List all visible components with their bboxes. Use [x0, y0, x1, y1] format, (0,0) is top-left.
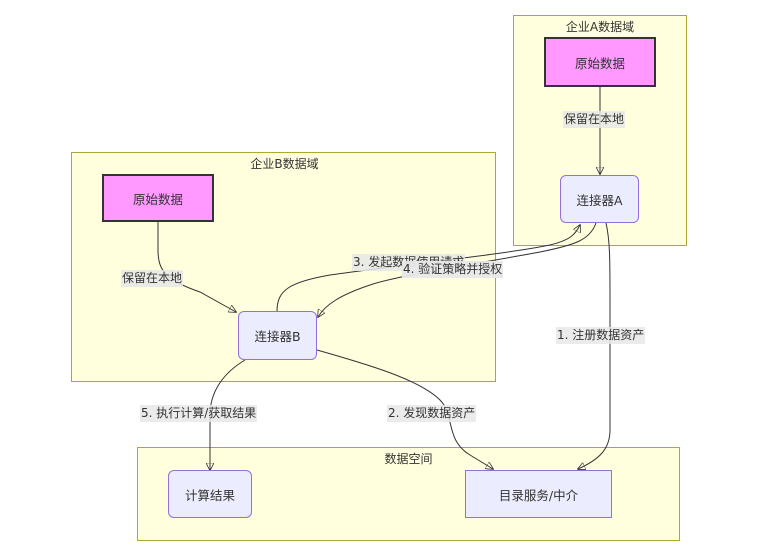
node-raw-data-b[interactable]: 原始数据: [102, 174, 214, 222]
node-connector-b[interactable]: 连接器B: [238, 311, 317, 360]
edge-label-verify-authorize: 4. 验证策略并授权: [402, 261, 504, 278]
edge-connector-a-to-catalog: [578, 222, 611, 469]
node-connector-a[interactable]: 连接器A: [560, 175, 639, 223]
node-raw-data-a[interactable]: 原始数据: [544, 37, 656, 87]
node-compute-result[interactable]: 计算结果: [168, 470, 252, 518]
edge-label-execute-compute: 5. 执行计算/获取结果: [140, 405, 258, 422]
edge-label-register-asset: 1. 注册数据资产: [556, 327, 646, 344]
node-label: 目录服务/中介: [498, 487, 579, 503]
edge-label-keep-local-b: 保留在本地: [121, 270, 184, 287]
edge-label-discover-asset: 2. 发现数据资产: [387, 405, 477, 422]
subgraph-title-enterprise-b: 企业B数据域: [250, 157, 319, 171]
node-catalog-service[interactable]: 目录服务/中介: [465, 470, 612, 518]
node-label: 连接器B: [254, 329, 301, 344]
edge-label-keep-local-a: 保留在本地: [563, 111, 626, 128]
node-label: 计算结果: [184, 487, 235, 503]
node-label: 原始数据: [574, 55, 625, 71]
edge-connector-b-to-catalog: [316, 349, 493, 469]
node-label: 连接器A: [576, 192, 623, 208]
node-label: 原始数据: [132, 191, 183, 207]
subgraph-title-data-space: 数据空间: [384, 452, 433, 466]
subgraph-title-enterprise-a: 企业A数据域: [565, 20, 635, 34]
edge-raw-b-to-connector-b: [157, 222, 236, 312]
